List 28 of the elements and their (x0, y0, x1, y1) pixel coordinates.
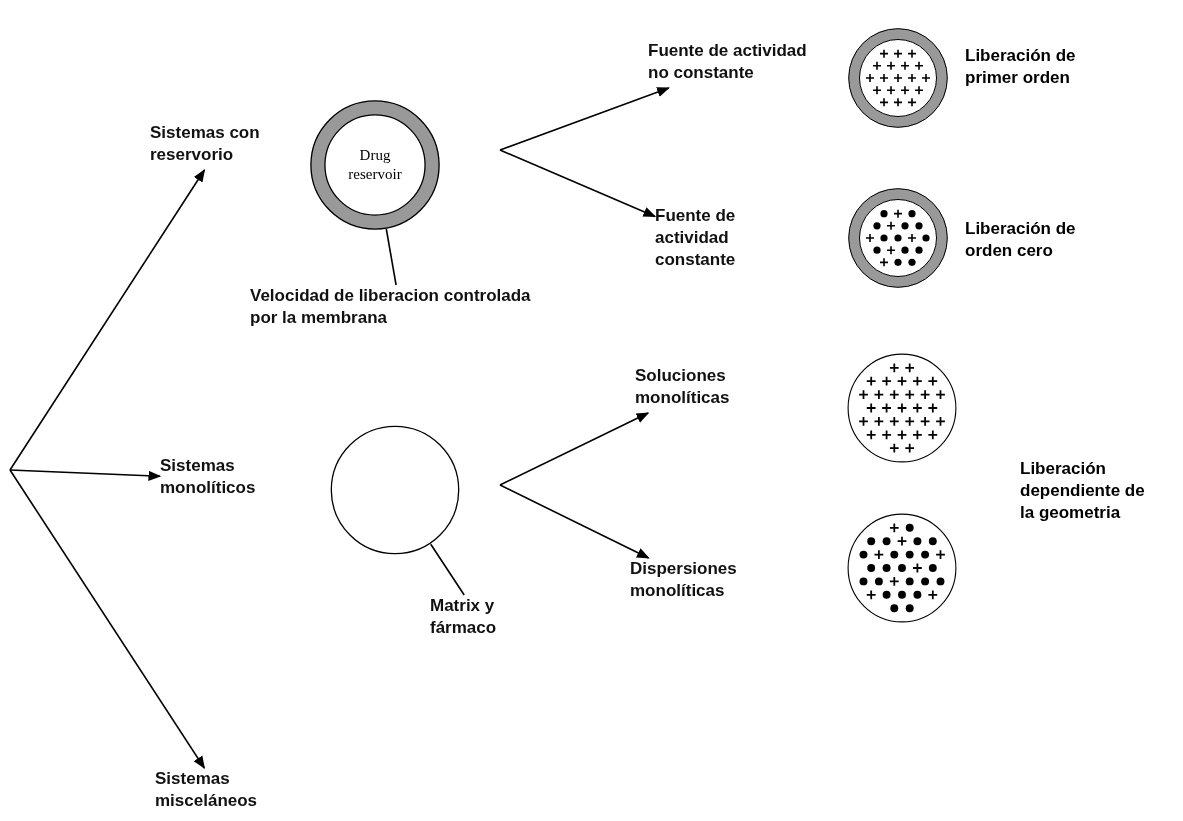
leader-line (385, 228, 397, 286)
release-label: Liberación dependiente de la geometria (1020, 458, 1146, 524)
arrow (499, 149, 657, 218)
reservoir-drawing (848, 188, 948, 288)
matrix-drawing (847, 353, 957, 463)
arrow (499, 484, 650, 559)
reservoir-circle (310, 100, 440, 230)
reservoir-drawing (848, 28, 948, 128)
text-label: Matrix y fármaco (430, 595, 530, 643)
text-label: Fuente de actividad no constante (648, 40, 820, 88)
arrow (499, 412, 650, 486)
circle-label: Drug reservoir (347, 146, 403, 184)
matrix-circle (330, 425, 460, 555)
arrow (9, 168, 206, 471)
release-label: Liberación de primer orden (965, 45, 1077, 89)
text-label: Sistemas misceláneos (155, 768, 285, 816)
text-label: Soluciones monolíticas (635, 365, 760, 413)
leader-line (430, 543, 465, 596)
arrow (499, 87, 670, 151)
arrow (9, 469, 162, 481)
text-label: Fuente de actividad constante (655, 205, 765, 275)
release-label: Liberación de orden cero (965, 218, 1077, 262)
text-label: Dispersiones monolíticas (630, 558, 765, 606)
matrix-drawing (847, 513, 957, 623)
text-label: Sistemas con reservorio (150, 122, 290, 170)
text-label: Velocidad de liberacion controlada por la membrana (250, 285, 550, 329)
arrow (9, 469, 206, 770)
text-label: Sistemas monolíticos (160, 455, 290, 503)
